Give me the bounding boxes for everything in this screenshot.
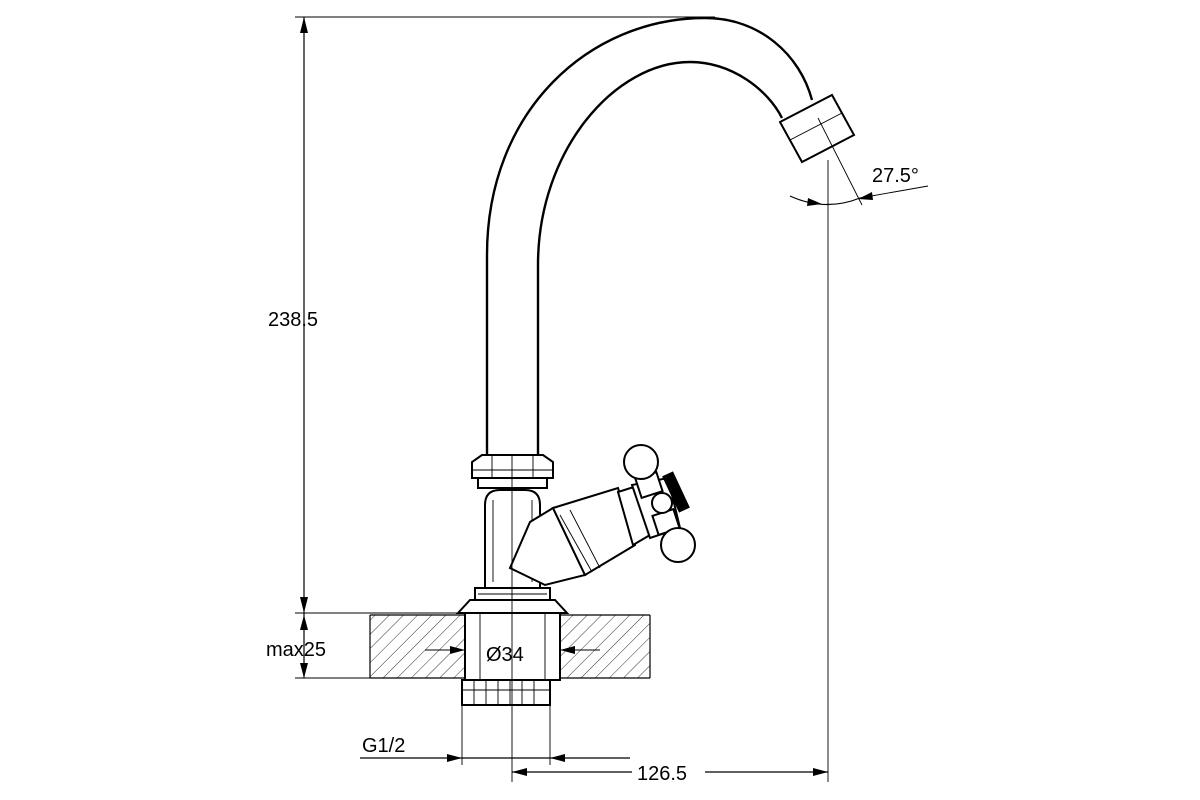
reach-label: 126.5 <box>637 763 687 785</box>
hex-nut <box>471 454 554 479</box>
reach-dimension: 126.5 <box>511 160 829 785</box>
diameter-label: Ø34 <box>486 644 524 666</box>
mount-thickness-label: max25 <box>266 639 326 661</box>
mount-thickness-dimension: max25 <box>266 613 370 679</box>
cross-handle <box>623 444 696 563</box>
countertop-section <box>369 614 651 679</box>
base-flange <box>455 587 570 614</box>
angle-label: 27.5° <box>872 165 919 187</box>
angle-dimension: 27.5° <box>789 117 929 206</box>
spout <box>485 16 814 455</box>
height-label: 238.5 <box>268 309 318 331</box>
thread-label: G1/2 <box>362 735 405 757</box>
thread-dimension: G1/2 <box>360 705 630 765</box>
height-dimension: 238.5 <box>268 16 715 614</box>
aerator <box>778 93 856 164</box>
diameter-dimension: Ø34 <box>425 644 600 666</box>
